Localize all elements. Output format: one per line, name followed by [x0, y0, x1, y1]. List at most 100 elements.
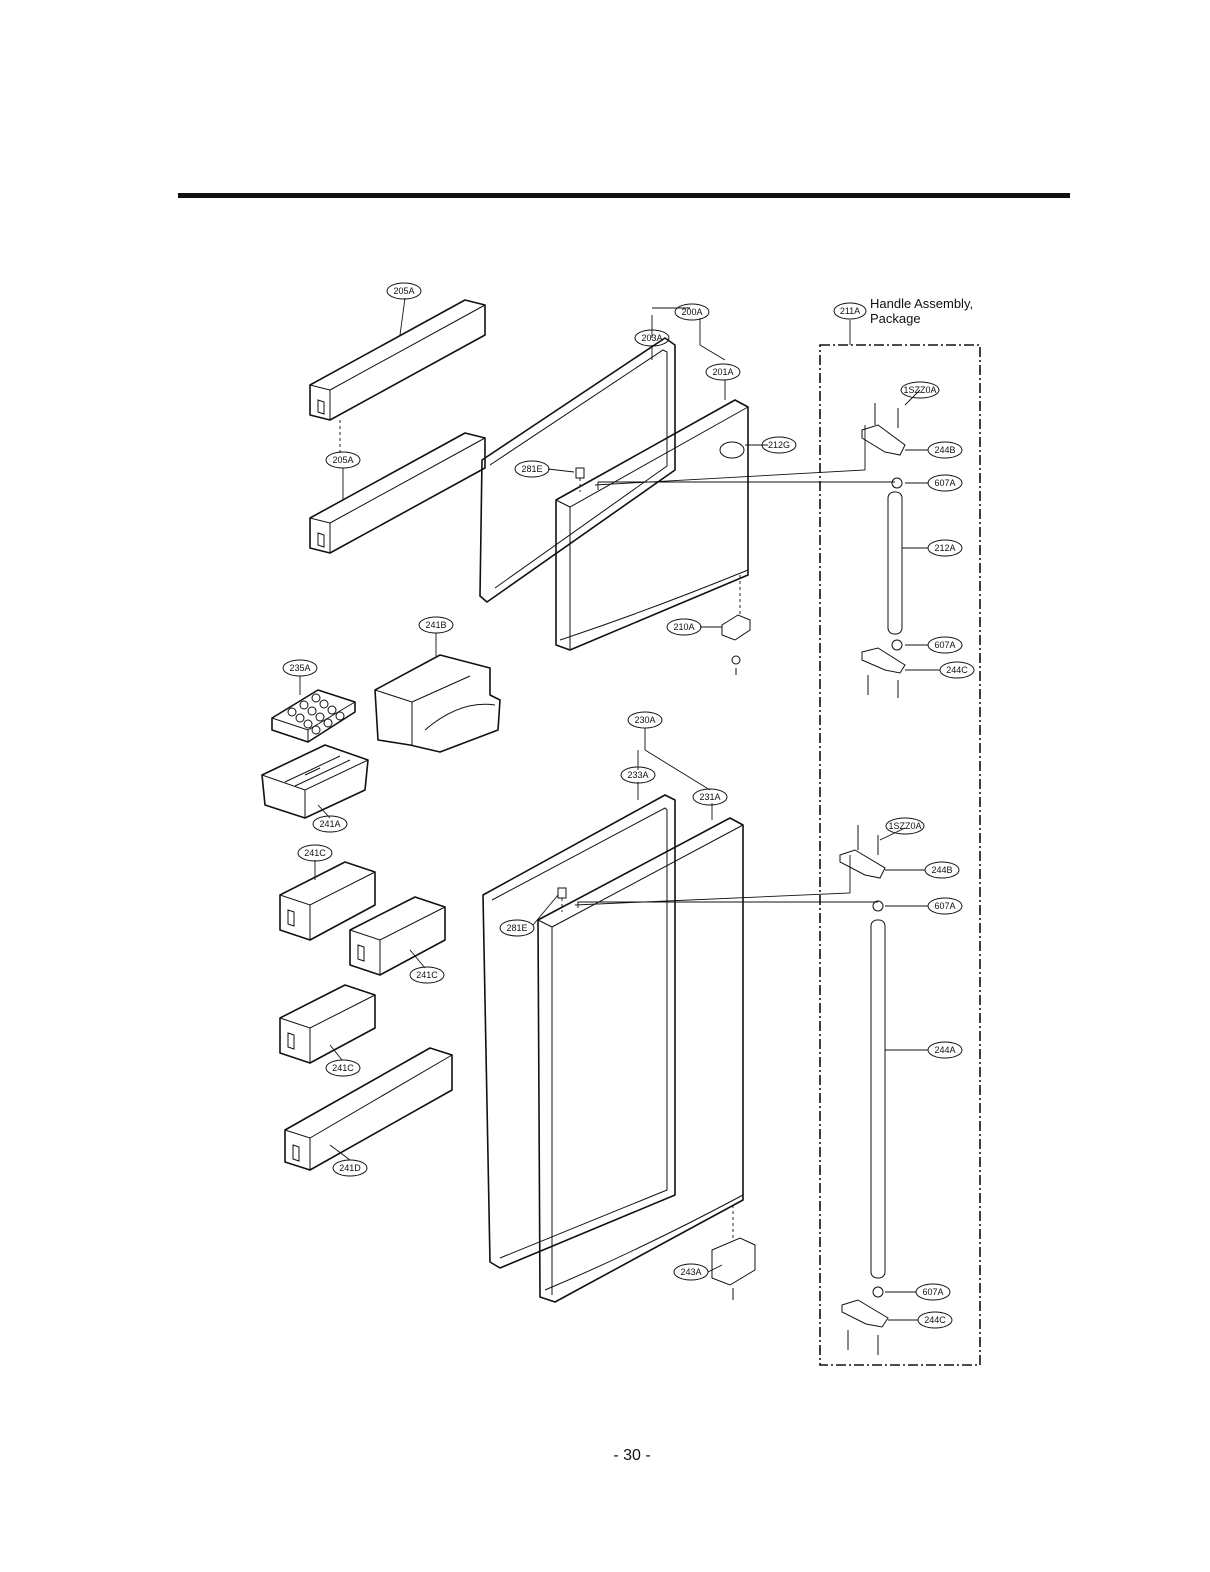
callout-labels: 205A 205A 200A 203A 201A 212G 281E 210A … [282, 282, 975, 1329]
callout-200a: 200A [674, 303, 710, 321]
part-241c-bin-1 [279, 861, 376, 941]
callout-244c-bottom: 244C [917, 1311, 953, 1329]
callout-231a: 231A [692, 788, 728, 806]
callout-230a: 230A [627, 711, 663, 729]
svg-text:1SZZ0A: 1SZZ0A [888, 821, 921, 831]
svg-text:203A: 203A [641, 333, 662, 343]
part-1szz0a-bottom-screws [857, 825, 879, 855]
callout-241c-2: 241C [409, 966, 445, 984]
top-door-handle-leader [594, 425, 895, 490]
callout-241a: 241A [312, 815, 348, 833]
svg-text:243A: 243A [680, 1267, 701, 1277]
callout-281e-top: 281E [514, 460, 550, 478]
callout-205a-top: 205A [386, 282, 422, 300]
part-241c-bin-2 [349, 896, 446, 976]
page-number: - 30 - [613, 1447, 650, 1464]
callout-212a: 212A [927, 539, 963, 557]
part-607a-cap-1 [891, 477, 903, 489]
callout-203a: 203A [634, 329, 670, 347]
callout-243a: 243A [673, 1263, 709, 1281]
part-281e-top-pin [575, 467, 585, 492]
svg-text:1SZZ0A: 1SZZ0A [903, 385, 936, 395]
callout-241c-1: 241C [297, 844, 333, 862]
part-607a-cap-2 [891, 639, 903, 651]
part-233a-bottom-gasket [482, 794, 676, 1269]
part-203a-top-gasket [479, 337, 676, 603]
part-241b-bin [374, 654, 501, 753]
handle-assembly-box [819, 344, 981, 1366]
svg-text:230A: 230A [634, 715, 655, 725]
callout-233a: 233A [620, 766, 656, 784]
svg-text:205A: 205A [332, 455, 353, 465]
callout-607a-3: 607A [927, 897, 963, 915]
callout-212g: 212G [761, 436, 797, 454]
part-201a-top-door [555, 399, 749, 651]
callout-241c-3: 241C [325, 1059, 361, 1077]
callout-235a: 235A [282, 659, 318, 677]
part-241c-bin-3 [279, 984, 376, 1064]
svg-text:607A: 607A [934, 478, 955, 488]
handle-assembly-label: 211A Handle Assembly, Package [833, 296, 973, 326]
svg-text:607A: 607A [934, 901, 955, 911]
svg-text:241C: 241C [416, 970, 438, 980]
part-281e-bottom-pin [557, 887, 567, 912]
svg-text:607A: 607A [922, 1287, 943, 1297]
svg-text:241D: 241D [339, 1163, 361, 1173]
svg-text:205A: 205A [393, 286, 414, 296]
part-244b-bottom-bracket [839, 849, 886, 879]
callout-1szz0a-top: 1SZZ0A [900, 381, 940, 399]
svg-text:281E: 281E [506, 923, 527, 933]
part-243a-lower-hinge [711, 1205, 756, 1300]
svg-text:231A: 231A [699, 792, 720, 802]
part-244b-top-bracket [861, 424, 906, 456]
part-244c-top-bracket [861, 647, 906, 698]
part-205a-bottom-bin [309, 432, 486, 554]
svg-text:241C: 241C [332, 1063, 354, 1073]
part-235a-egg-tray [271, 689, 356, 743]
bottom-door-handle-leader [574, 855, 878, 908]
part-241a-tray [261, 744, 369, 819]
svg-text:607A: 607A [934, 640, 955, 650]
callout-607a-4: 607A [915, 1283, 951, 1301]
svg-text:241B: 241B [425, 620, 446, 630]
svg-text:200A: 200A [681, 307, 702, 317]
svg-text:244A: 244A [934, 1045, 955, 1055]
callout-244b-bottom: 244B [924, 861, 960, 879]
svg-text:241C: 241C [304, 848, 326, 858]
svg-text:212A: 212A [934, 543, 955, 553]
svg-text:281E: 281E [521, 464, 542, 474]
part-1szz0a-top-screws [874, 403, 899, 428]
svg-text:233A: 233A [627, 770, 648, 780]
header-rule [178, 193, 1070, 198]
part-212a-handle-rod [887, 491, 903, 635]
callout-201a: 201A [705, 363, 741, 381]
callout-244a: 244A [927, 1041, 963, 1059]
part-231a-bottom-door [537, 817, 744, 1303]
handle-assembly-title-line2: Package [870, 311, 921, 326]
svg-text:244C: 244C [946, 665, 968, 675]
leader-lines [299, 297, 940, 1321]
svg-text:201A: 201A [712, 367, 733, 377]
handle-assembly-code: 211A [840, 306, 860, 316]
callout-244b-top: 244B [927, 441, 963, 459]
callout-281e-bottom: 281E [499, 919, 535, 937]
part-241d-long-bin [284, 1047, 453, 1171]
callout-205a-bottom: 205A [325, 451, 361, 469]
svg-text:210A: 210A [673, 622, 694, 632]
svg-text:244C: 244C [924, 1315, 946, 1325]
callout-607a-1: 607A [927, 474, 963, 492]
handle-assembly-title-line1: Handle Assembly, [870, 296, 973, 311]
svg-text:244B: 244B [934, 445, 955, 455]
svg-text:244B: 244B [931, 865, 952, 875]
callout-244c-top: 244C [939, 661, 975, 679]
part-205a-top-bin [309, 299, 486, 421]
callout-1szz0a-bottom: 1SZZ0A [885, 817, 925, 835]
part-607a-cap-3 [872, 900, 884, 912]
svg-text:235A: 235A [289, 663, 310, 673]
svg-text:212G: 212G [768, 440, 790, 450]
callout-210a: 210A [666, 618, 702, 636]
part-607a-cap-4 [872, 1286, 884, 1298]
part-244a-handle-rod [870, 919, 886, 1279]
callout-241b: 241B [418, 616, 454, 634]
